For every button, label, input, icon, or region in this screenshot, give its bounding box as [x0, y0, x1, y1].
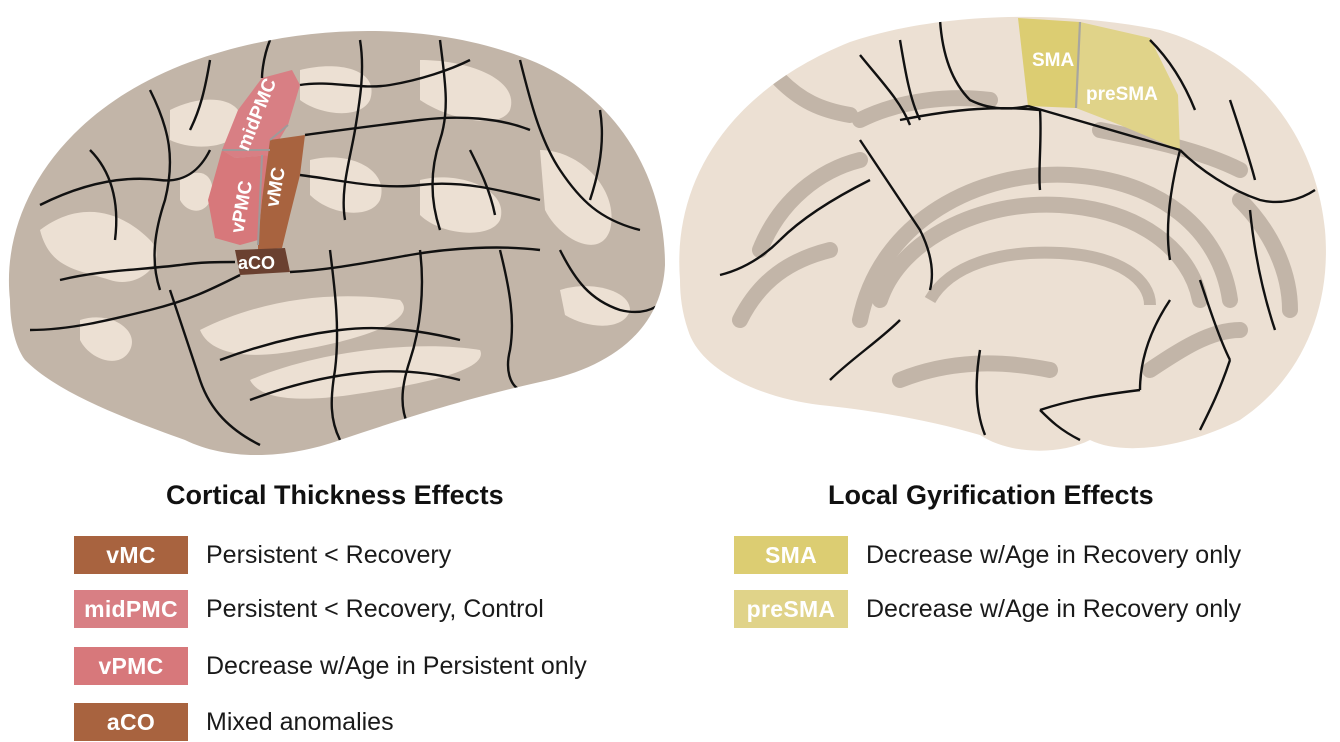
vmc-legend-text: Persistent < Recovery	[206, 541, 451, 570]
sma-legend-text: Decrease w/Age in Recovery only	[866, 541, 1241, 570]
sma-brain-label: SMA	[1032, 50, 1075, 71]
legend-row-vpmc: vPMC Decrease w/Age in Persistent only	[74, 646, 587, 686]
medial-brain: SMA preSMA	[679, 17, 1326, 451]
vpmc-legend-text: Decrease w/Age in Persistent only	[206, 652, 587, 681]
aco-legend-text: Mixed anomalies	[206, 708, 394, 737]
legend-row-presma: preSMA Decrease w/Age in Recovery only	[734, 589, 1241, 629]
brain-illustrations: midPMC vPMC vMC aCO	[0, 0, 1340, 470]
aco-swatch: aCO	[74, 703, 188, 741]
midpmc-legend-text: Persistent < Recovery, Control	[206, 595, 544, 624]
legend-row-aco: aCO Mixed anomalies	[74, 702, 394, 742]
aco-brain-label: aCO	[238, 253, 275, 273]
presma-brain-label: preSMA	[1086, 84, 1158, 105]
legend-row-sma: SMA Decrease w/Age in Recovery only	[734, 535, 1241, 575]
midpmc-swatch: midPMC	[74, 590, 188, 628]
lateral-brain: midPMC vPMC vMC aCO	[9, 31, 665, 455]
sma-swatch: SMA	[734, 536, 848, 574]
cortical-thickness-title: Cortical Thickness Effects	[166, 480, 504, 511]
presma-swatch: preSMA	[734, 590, 848, 628]
legend-row-midpmc: midPMC Persistent < Recovery, Control	[74, 589, 544, 629]
vmc-swatch: vMC	[74, 536, 188, 574]
local-gyrification-title: Local Gyrification Effects	[828, 480, 1154, 511]
legend-row-vmc: vMC Persistent < Recovery	[74, 535, 451, 575]
presma-legend-text: Decrease w/Age in Recovery only	[866, 595, 1241, 624]
vpmc-swatch: vPMC	[74, 647, 188, 685]
